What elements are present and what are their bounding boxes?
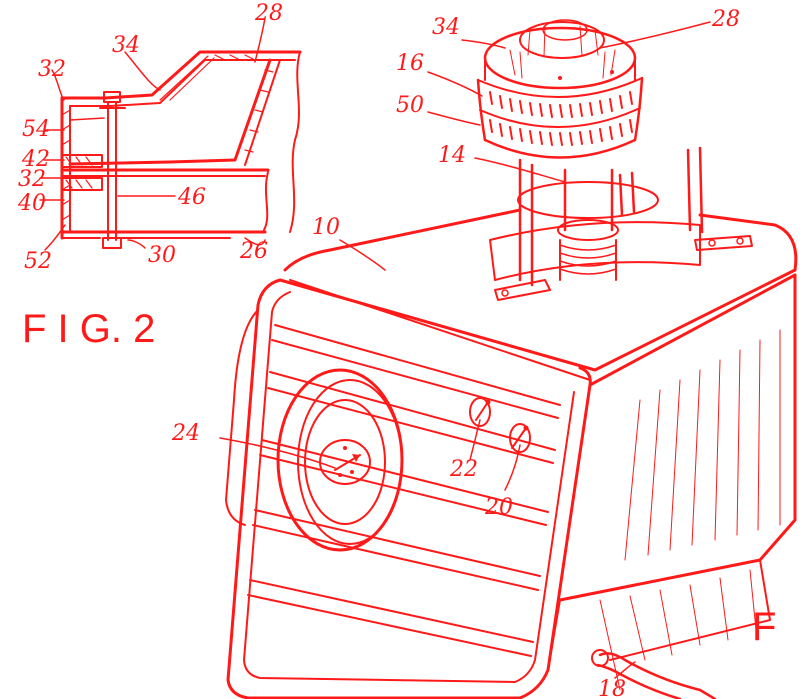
dial-knob: [276, 368, 404, 552]
fig1-ref-22: 22: [449, 457, 478, 482]
fig1-ref-28: 28: [711, 7, 740, 32]
fig2-ref-40: 40: [17, 191, 46, 216]
fig1-ref-34: 34: [432, 15, 460, 40]
fig2-ref-42: 42: [21, 147, 50, 172]
fig1-ref-50: 50: [396, 93, 424, 118]
vented-band: [476, 76, 644, 159]
fig2-leader-lines: [39, 17, 266, 251]
top-cap: [483, 19, 637, 90]
fig2-ref-34: 34: [112, 33, 140, 58]
fig2-ref-54: 54: [22, 117, 50, 142]
neck-and-supports: [489, 146, 753, 301]
fig2-ref-32-top: 32: [38, 57, 66, 82]
fig1-caption-partial: F: [752, 605, 776, 649]
fig1-ref-16: 16: [396, 51, 424, 76]
fig2-caption: F I G. 2: [22, 307, 155, 351]
fig1-ref-20: 20: [484, 495, 513, 520]
fig2-ref-46: 46: [177, 185, 206, 210]
fig1-ref-18: 18: [598, 677, 626, 699]
fig1-leader-lines: [219, 21, 711, 679]
fig2-ref-30: 30: [148, 243, 176, 268]
fig1-ref-14: 14: [438, 143, 466, 168]
housing-body: [225, 208, 798, 699]
fig2-ref-28: 28: [254, 1, 283, 26]
fig1-ref-24: 24: [171, 421, 200, 446]
fig2-cross-section: [60, 50, 302, 249]
fig1-ref-10: 10: [312, 215, 340, 240]
power-cord: [591, 649, 717, 699]
fig2-ref-52: 52: [24, 249, 52, 274]
fig1-device: [225, 19, 798, 699]
toggle-switches: [469, 397, 531, 453]
fig2-ref-26: 26: [239, 239, 268, 264]
fig2-ref-32-bottom: 32: [18, 167, 46, 192]
